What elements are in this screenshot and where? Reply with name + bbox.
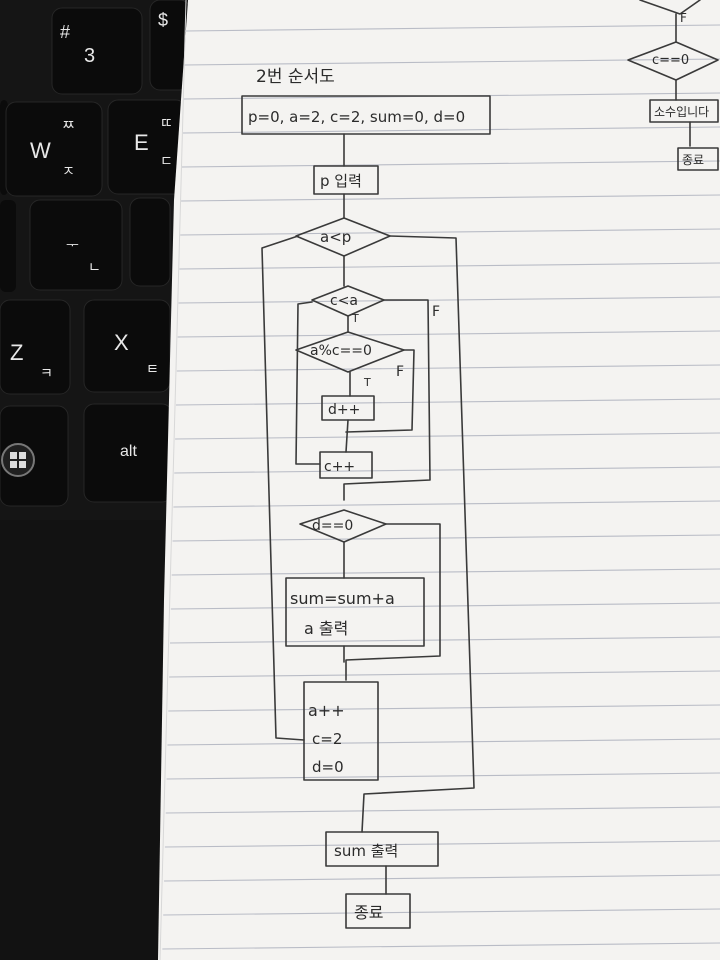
- label-f-c-lt-a: F: [432, 304, 440, 320]
- key-alt-label: alt: [120, 443, 137, 460]
- desk-surface: [0, 520, 180, 960]
- ruled-line: [173, 500, 720, 508]
- key-e-label: E: [134, 130, 149, 155]
- ruled-line: [166, 772, 720, 780]
- ruled-line: [162, 942, 720, 950]
- ruled-line: [165, 806, 720, 814]
- a-inc-text: a++: [308, 701, 345, 720]
- notebook-page: [158, 0, 720, 960]
- label-f-mod: F: [396, 364, 404, 380]
- key-e-korean: ㄷ: [160, 153, 173, 169]
- input-p-text: p 입력: [320, 172, 362, 190]
- key-3-shift: #: [60, 22, 70, 42]
- ruled-line: [180, 228, 720, 236]
- end-text: 종료: [354, 903, 383, 922]
- ruled-line: [168, 704, 720, 712]
- ruled-line: [182, 126, 720, 134]
- init-text: p=0, a=2, c=2, sum=0, d=0: [248, 108, 465, 126]
- ruled-lines: [162, 24, 720, 950]
- print-sum-box: [325, 831, 439, 867]
- corner-flowchart: F c==0 소수입니다 종료: [627, 0, 719, 171]
- ruled-line: [170, 602, 720, 610]
- key-3-label: 3: [84, 45, 95, 67]
- windows-icon: [1, 443, 35, 477]
- ruled-line: [169, 670, 720, 678]
- input-p-box: [313, 165, 379, 195]
- ruled-line: [181, 160, 720, 168]
- key-s-korean: ㄴ: [88, 259, 101, 275]
- key-d: [129, 197, 171, 287]
- key-x-label: X: [114, 330, 129, 355]
- ruled-line: [179, 262, 720, 270]
- ruled-line: [164, 874, 720, 882]
- cond-a-lt-p-text: a<p: [320, 228, 351, 246]
- ruled-line: [176, 364, 720, 372]
- corner-box: [649, 99, 719, 123]
- ruled-line: [171, 568, 720, 576]
- a-inc-box: [303, 681, 379, 781]
- ruled-line: [164, 840, 720, 848]
- c-inc-box: [319, 451, 373, 479]
- sum-box: [285, 577, 425, 647]
- key-x-korean: ㅌ: [146, 361, 159, 377]
- cond-mod-text: a%c==0: [310, 343, 372, 359]
- ruled-line: [169, 636, 720, 644]
- print-sum-text: sum 출력: [334, 842, 398, 860]
- key-w-label: W: [30, 138, 51, 163]
- ruled-line: [167, 738, 720, 746]
- key-w-korean: ㅈ: [62, 163, 75, 179]
- ruled-line: [174, 466, 720, 474]
- d-reset-text: d=0: [312, 758, 344, 776]
- flowchart-heading: 2번 순서도: [256, 67, 335, 87]
- key-w: [5, 101, 103, 197]
- corner-f-label: F: [680, 11, 687, 25]
- cond-mod: [295, 331, 405, 373]
- key-e-shift: ㄸ: [160, 115, 173, 131]
- ruled-line: [177, 330, 720, 338]
- d-inc-text: d++: [328, 402, 360, 418]
- ruled-line: [175, 432, 720, 440]
- ruled-line: [172, 534, 720, 542]
- corner-end-box: [677, 147, 719, 171]
- key-a: [0, 200, 16, 292]
- flowchart: 2번 순서도 p=0, a=2, c=2, sum=0, d=0 p 입력 a<…: [241, 67, 491, 929]
- key-s: [29, 199, 123, 291]
- ruled-line: [181, 194, 720, 202]
- c-reset-text: c=2: [312, 730, 342, 748]
- ruled-line: [184, 58, 720, 66]
- keyboard: # 3 $ W ㅉ ㅈ E ㄸ ㄷ ㄴ ᅮ Z ㅋ X ㅌ alt: [0, 0, 191, 960]
- print-a-text: a 출력: [304, 619, 348, 638]
- key-z-korean: ㅋ: [40, 365, 53, 381]
- end-box: [345, 893, 411, 929]
- cond-c-lt-a-text: c<a: [330, 293, 358, 309]
- key-shift-left: [0, 299, 71, 395]
- key-z-label: Z: [10, 340, 23, 365]
- cond-d-text: d==0: [312, 518, 353, 534]
- ruled-line: [178, 296, 720, 304]
- corner-cond-text: c==0: [652, 53, 689, 68]
- ruled-line: [185, 24, 720, 32]
- ruled-line: [163, 908, 720, 916]
- key-w-shift: ㅉ: [62, 117, 75, 133]
- c-inc-text: c++: [324, 459, 355, 475]
- corner-box-text: 소수입니다: [654, 105, 709, 119]
- sum-add-text: sum=sum+a: [290, 589, 395, 608]
- key-4-shift: $: [158, 10, 168, 30]
- corner-end-text: 종료: [682, 153, 704, 167]
- key-s-mark: ᅮ: [66, 237, 79, 253]
- key-x: [83, 299, 171, 393]
- label-t-2: T: [363, 376, 371, 389]
- init-box: [241, 95, 491, 135]
- key-3: [51, 7, 143, 95]
- label-t-1: T: [351, 312, 359, 325]
